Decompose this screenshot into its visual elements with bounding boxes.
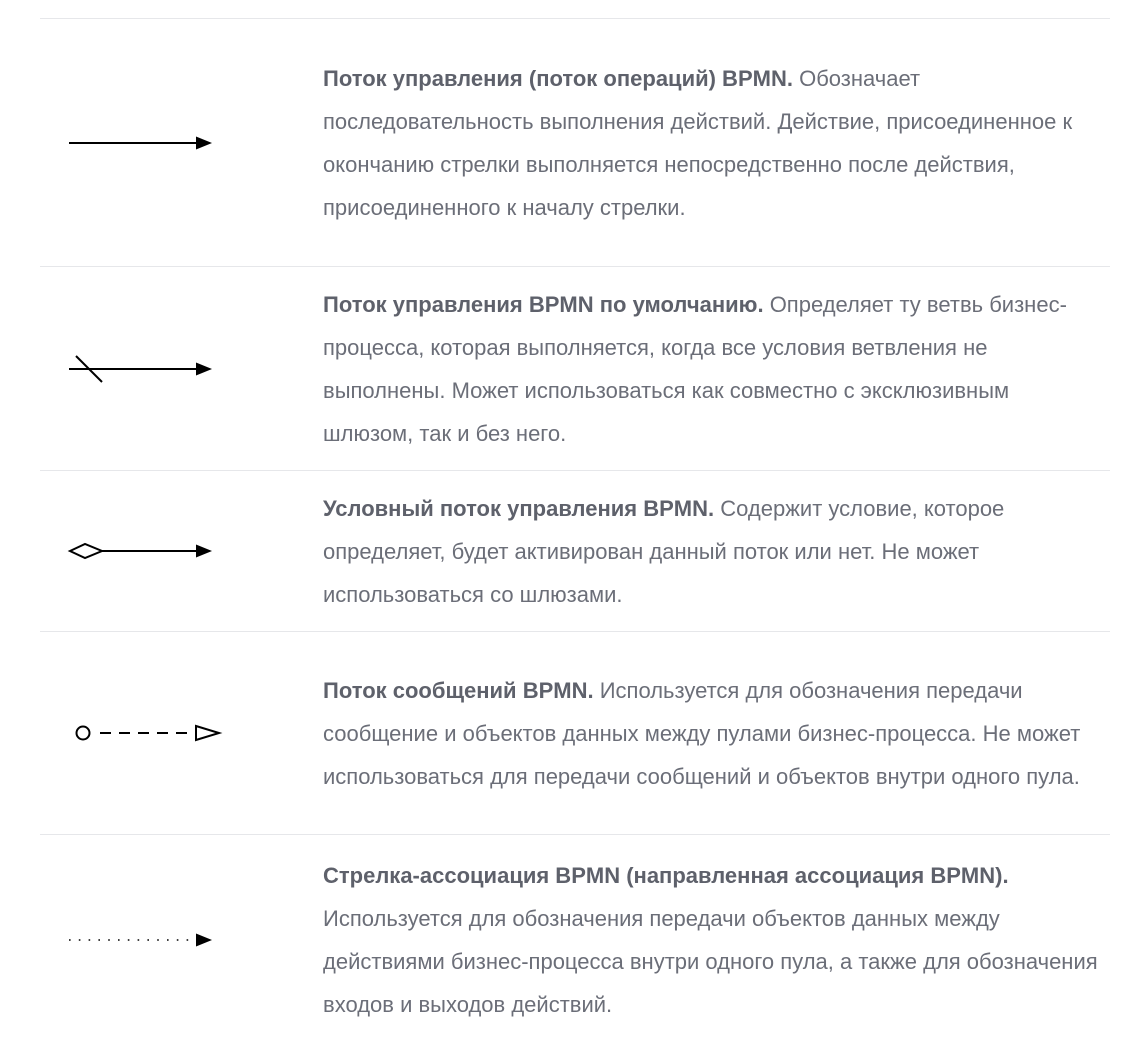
table-row-conditional-flow: Условный поток управления BPMN. Содержит… <box>40 470 1110 631</box>
bpmn-flow-table: Поток управления (поток операций) BPMN. … <box>40 18 1110 1044</box>
term-description: Используется для обозначения передачи со… <box>323 677 1081 789</box>
term-label: Поток управления (поток операций) BPMN. <box>323 65 793 91</box>
symbol-cell <box>40 721 323 745</box>
description-cell: Поток управления (поток операций) BPMN. … <box>323 57 1110 229</box>
table-row-sequence-flow: Поток управления (поток операций) BPMN. … <box>40 18 1110 266</box>
description-cell: Условный поток управления BPMN. Содержит… <box>323 487 1110 616</box>
table-row-default-flow: Поток управления BPMN по умолчанию. Опре… <box>40 266 1110 470</box>
description-cell: Поток управления BPMN по умолчанию. Опре… <box>323 283 1110 455</box>
description-cell: Поток сообщений BPMN. Используется для о… <box>323 669 1110 798</box>
description-cell: Стрелка-ассоциация BPMN (направленная ас… <box>323 854 1110 1026</box>
symbol-cell <box>40 352 323 386</box>
term-description: Содержит условие, которое определяет, бу… <box>323 495 1005 607</box>
sequence-flow-icon <box>69 136 212 149</box>
term-label: Условный поток управления BPMN. <box>323 495 715 521</box>
term-label: Стрелка-ассоциация BPMN (направленная ас… <box>323 862 1009 888</box>
symbol-cell <box>40 539 323 563</box>
term-description: Используется для обозначения передачи об… <box>323 905 1098 1017</box>
association-arrow-icon <box>69 933 212 946</box>
term-label: Поток управления BPMN по умолчанию. <box>323 291 764 317</box>
symbol-cell <box>40 133 323 153</box>
symbol-cell <box>40 930 323 950</box>
conditional-flow-icon <box>67 542 212 560</box>
table-row-association-arrow: Стрелка-ассоциация BPMN (направленная ас… <box>40 834 1110 1044</box>
term-label: Поток сообщений BPMN. <box>323 677 594 703</box>
default-flow-icon <box>69 354 212 383</box>
table-row-message-flow: Поток сообщений BPMN. Используется для о… <box>40 631 1110 834</box>
term-description: Обозначает последовательность выполнения… <box>323 65 1073 220</box>
message-flow-icon <box>75 724 223 742</box>
term-description: Определяет ту ветвь бизнес-процесса, кот… <box>323 291 1067 446</box>
